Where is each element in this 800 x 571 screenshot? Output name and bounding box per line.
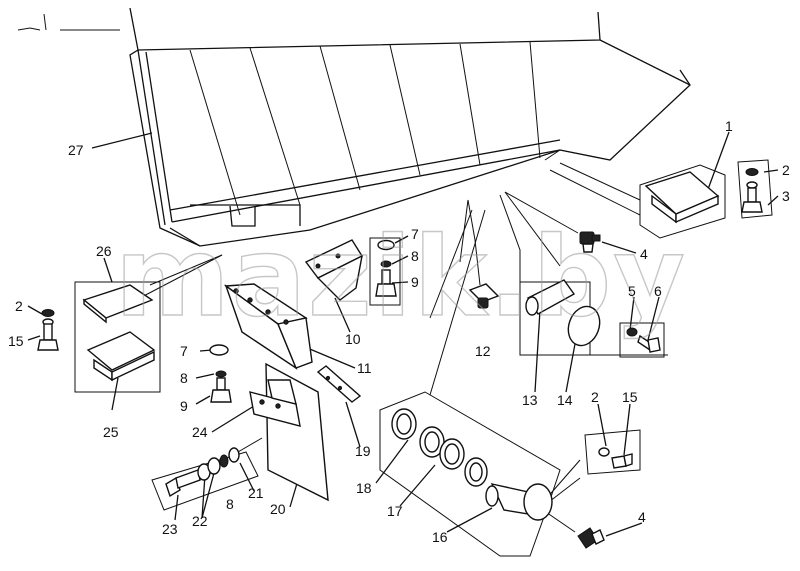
- callout-8: 8: [180, 370, 188, 386]
- callout-27: 27: [68, 142, 84, 158]
- callout-10: 10: [345, 331, 361, 347]
- callout-7: 7: [180, 343, 188, 359]
- callout-23: 23: [162, 521, 178, 537]
- callout-15: 15: [622, 389, 638, 405]
- callout-24: 24: [192, 424, 208, 440]
- callout-8: 8: [411, 248, 419, 264]
- callout-3: 3: [782, 188, 790, 204]
- callout-12: 12: [475, 343, 491, 359]
- callout-25: 25: [103, 424, 119, 440]
- callout-26: 26: [96, 243, 112, 259]
- part-1-cover-plate: [644, 171, 720, 224]
- part-19-strip: [316, 365, 362, 403]
- dump-body: [17, 7, 691, 247]
- callout-20: 20: [270, 501, 286, 517]
- callout-18: 18: [356, 480, 372, 496]
- callout-11: 11: [357, 360, 372, 376]
- callout-8: 8: [226, 496, 234, 512]
- callout-7: 7: [411, 226, 419, 242]
- callout-13: 13: [522, 392, 538, 408]
- callout-17: 17: [387, 503, 403, 519]
- part-15-bolt-right: [598, 447, 633, 469]
- part-11-mounting-frame: [224, 283, 313, 370]
- callout-6: 6: [654, 283, 662, 299]
- callout-2: 2: [782, 162, 790, 178]
- part-12-valve: [468, 283, 500, 309]
- callout-21: 21: [248, 485, 264, 501]
- part-14-disc: [567, 305, 601, 347]
- part-10-bracket: [304, 239, 364, 301]
- part-26-top-cover: [82, 284, 154, 324]
- callout-2: 2: [591, 389, 599, 405]
- callout-14: 14: [557, 392, 573, 408]
- part-25-bottom-cover: [86, 331, 156, 382]
- part-4-valve-upper: [579, 231, 601, 253]
- part-9-bolt-lower: [209, 344, 232, 403]
- callout-16: 16: [432, 529, 448, 545]
- part-9-bolt-upper: [375, 239, 397, 297]
- callout-5: 5: [628, 283, 636, 299]
- callout-15: 15: [8, 333, 24, 349]
- part-17-ring-set: [419, 426, 488, 487]
- callout-1: 1: [725, 118, 733, 134]
- part-24-bracket: [249, 379, 301, 427]
- callout-4: 4: [638, 509, 646, 525]
- callout-labels: 27 1 2 3 4 26 2 15 25 7 8 9 10 11 7 8 9 …: [8, 118, 790, 545]
- part-4-valve-lower: [577, 527, 605, 549]
- part-16-cylinder: [485, 483, 553, 521]
- part-23-bolt-set: [165, 437, 263, 498]
- part-3-bolt-upper: [741, 168, 763, 213]
- part-15-bolt-left: [37, 309, 59, 351]
- part-6-bolt-lower-right: [626, 327, 661, 353]
- part-13-cylinder: [525, 279, 576, 316]
- leader-lines: [27, 131, 779, 537]
- callout-19: 19: [355, 443, 371, 459]
- callout-9: 9: [411, 274, 419, 290]
- callout-4: 4: [640, 246, 648, 262]
- callout-22: 22: [192, 513, 208, 529]
- callout-2: 2: [15, 298, 23, 314]
- callout-9: 9: [180, 398, 188, 414]
- part-18-ring: [391, 408, 417, 440]
- watermark: mazik.by: [115, 213, 687, 341]
